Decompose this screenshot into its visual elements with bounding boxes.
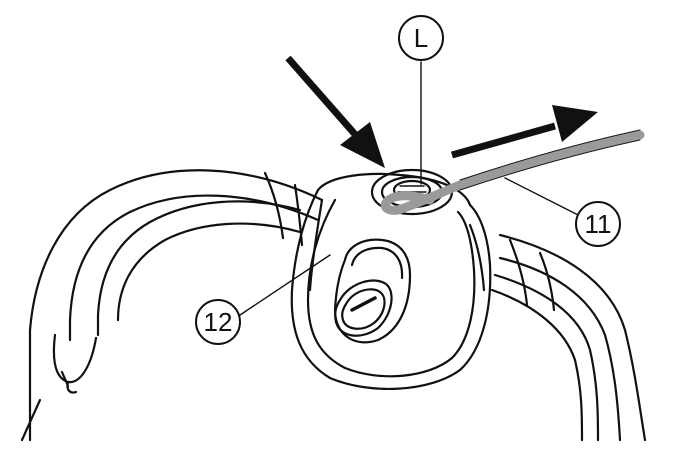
left-grip bbox=[20, 333, 98, 442]
callout-cable: 11 bbox=[575, 201, 621, 247]
callout-handle-label: 12 bbox=[204, 307, 233, 337]
arrow-down-right-icon bbox=[340, 122, 385, 168]
cable bbox=[380, 129, 645, 215]
arrow-up-right-icon bbox=[552, 105, 598, 142]
right-handlebar-arm bbox=[490, 233, 647, 442]
push-arrow bbox=[285, 55, 385, 168]
callout-lock-label: L bbox=[414, 23, 428, 53]
release-button bbox=[334, 279, 393, 337]
callout-handle: 12 bbox=[195, 299, 241, 345]
handle-housing bbox=[290, 172, 492, 391]
callout-cable-label: 11 bbox=[585, 209, 612, 239]
leader-line-handle bbox=[239, 254, 331, 316]
callout-lock: L bbox=[398, 15, 444, 61]
pull-arrow bbox=[451, 105, 598, 159]
leader-line-cable bbox=[504, 177, 589, 221]
left-handlebar-arm bbox=[20, 169, 324, 442]
